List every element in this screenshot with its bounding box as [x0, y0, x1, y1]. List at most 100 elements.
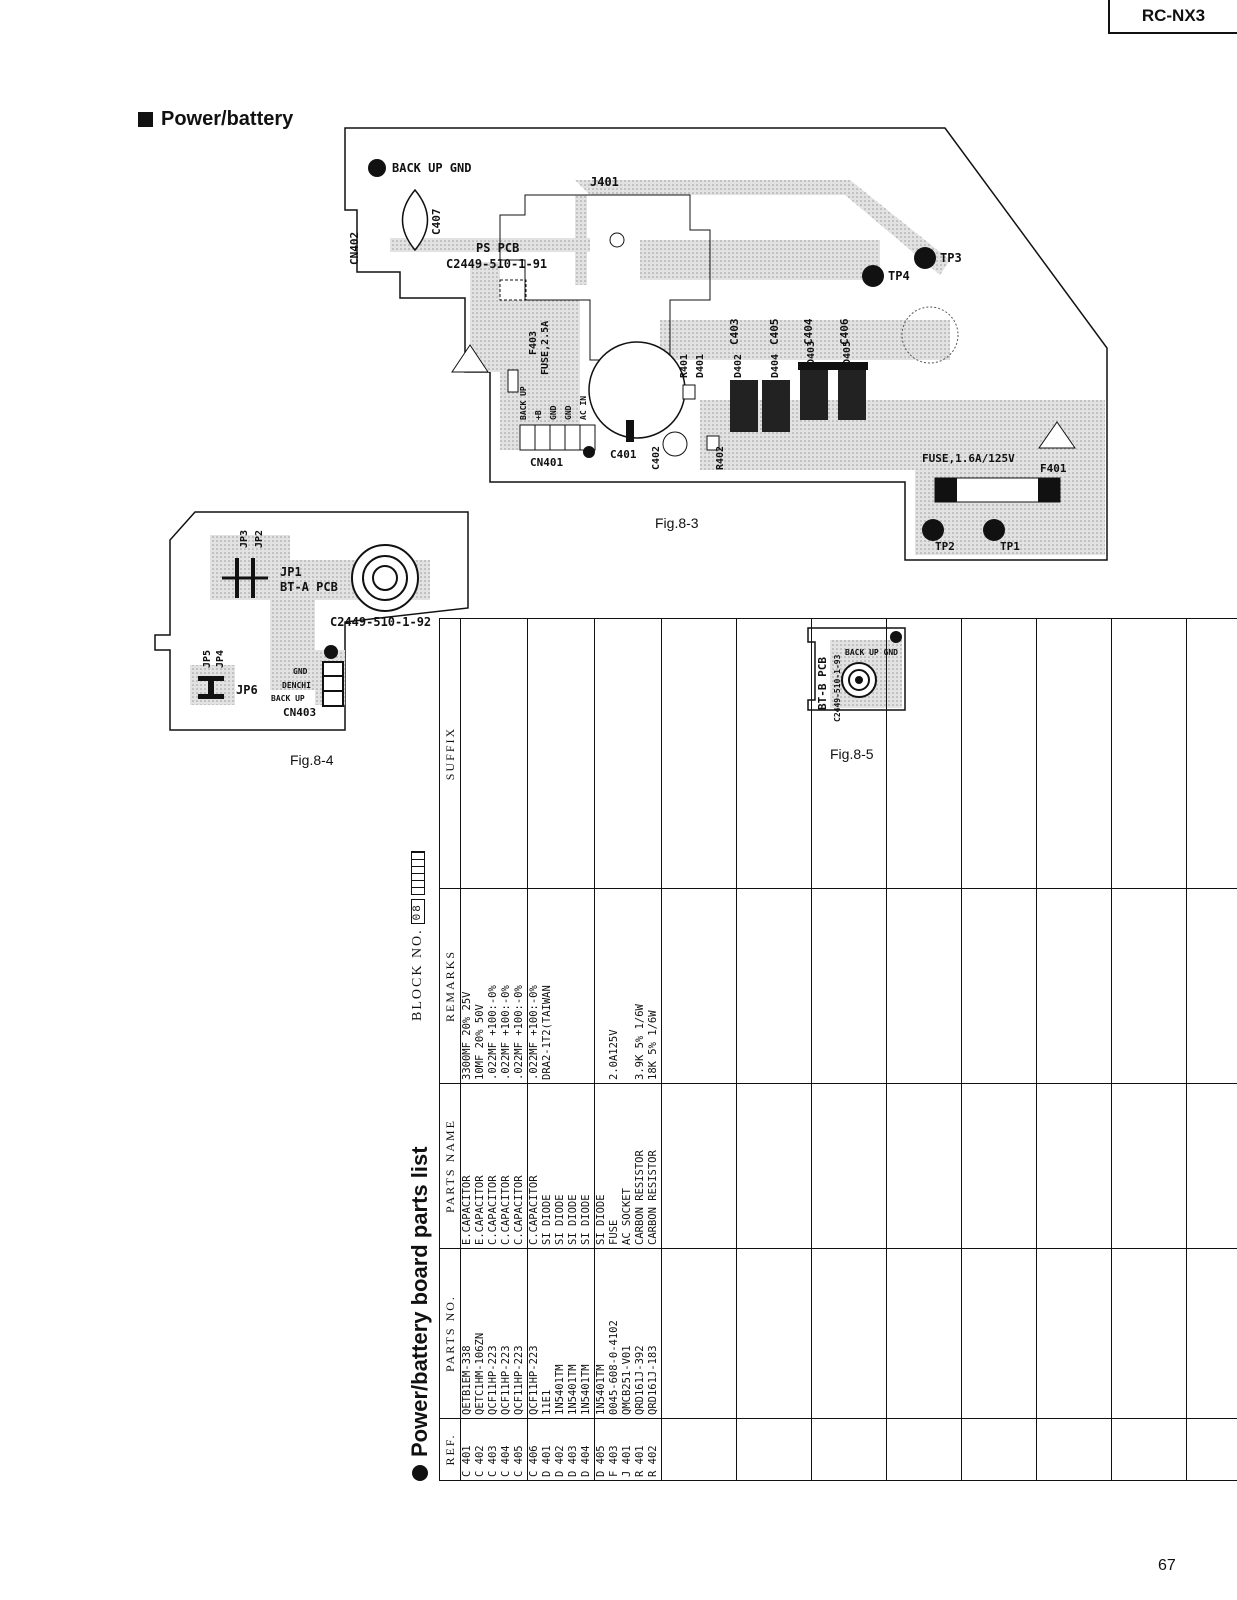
label-cn402: CN402	[348, 232, 361, 265]
cell-empty	[1111, 1418, 1187, 1481]
fig-8-3-board: BACK UP GND J401 CN402 C407 PS PCB C2449…	[344, 127, 1108, 561]
cell-empty	[1186, 1083, 1237, 1249]
label-j401: J401	[590, 175, 619, 189]
cell-line: QETB1EM-338	[461, 1345, 473, 1415]
block-value: 08	[411, 899, 425, 925]
cell-line: R 401	[634, 1445, 646, 1477]
table-row-empty	[886, 618, 962, 1481]
cell-line: C 403	[487, 1445, 499, 1477]
cell-line: D 404	[580, 1445, 592, 1477]
cell-line: 10MF 20% 50V	[474, 1004, 486, 1080]
label-ps-code: C2449-510-1-91	[446, 257, 547, 271]
cell-empty	[886, 1248, 962, 1419]
label-tp2: TP2	[935, 540, 955, 553]
cell-empty	[1186, 1418, 1237, 1481]
cell-suffix	[594, 618, 662, 889]
cell-empty	[811, 1083, 887, 1249]
label-tp4: TP4	[888, 269, 910, 283]
round-bullet-icon	[412, 1465, 428, 1481]
cell-line: 1N5401TM	[554, 1364, 566, 1415]
label-bt-b-code: C2449-510-1-93	[833, 654, 842, 722]
label-d402: D402	[733, 354, 744, 378]
cell-line: QCF11HP-223	[528, 1345, 540, 1415]
fig-8-5-caption: Fig.8-5	[830, 746, 874, 762]
table-row-empty	[661, 618, 737, 1481]
cell-line: CARBON RESISTOR	[647, 1150, 659, 1245]
cell-line: AC SOCKET	[621, 1188, 633, 1245]
label-c402: C402	[651, 446, 662, 470]
label-pin-gnd-1: GND	[549, 405, 558, 420]
cell-line: QCF11HP-223	[513, 1345, 525, 1415]
section-title-text: Power/battery	[161, 108, 294, 130]
col-suffix: SUFFIX	[439, 618, 461, 889]
cell-empty	[1111, 1248, 1187, 1419]
cell-empty	[961, 618, 1037, 889]
cell-line	[621, 892, 634, 1080]
cell-line: 1N5401TM	[567, 1364, 579, 1415]
cell-line: QETC1HM-106ZN	[474, 1332, 486, 1415]
col-parts-no: PARTS NO.	[439, 1248, 461, 1419]
table-row-empty	[1111, 618, 1187, 1481]
cell-line	[595, 892, 608, 1080]
cell-empty	[736, 1248, 812, 1419]
cell-empty	[736, 1083, 812, 1249]
cell-line: .022MF +100:-0%	[500, 985, 512, 1080]
label-f403: F403	[528, 331, 539, 355]
table-row-empty	[1186, 618, 1237, 1481]
section-title: Power/battery	[138, 108, 293, 131]
label-back-up: BACK UP	[271, 694, 305, 703]
label-cn401: CN401	[530, 456, 563, 469]
cell-empty	[961, 1248, 1037, 1419]
label-ps-pcb: PS PCB	[476, 241, 519, 255]
label-r401: R401	[679, 354, 690, 378]
fig-8-3-caption: Fig.8-3	[655, 515, 699, 531]
block-number: BLOCK NO. 08	[410, 851, 426, 1021]
cell-line: 3.9K 5% 1/6W	[634, 1004, 646, 1080]
fig-8-4-board: JP3 JP2 JP1 BT-A PCB C2449-510-1-92 JP5 …	[154, 511, 469, 731]
label-fuse-2-5a: FUSE,2.5A	[540, 321, 551, 375]
cell-line: QRD161J-392	[634, 1345, 646, 1415]
cell-line: 18K 5% 1/6W	[647, 1010, 659, 1080]
table-row-empty	[1036, 618, 1112, 1481]
cell-line: 2.0A125V	[608, 1029, 620, 1080]
label-backup-gnd: BACK UP GND	[392, 161, 471, 175]
cell-line: SI DIODE	[567, 1194, 579, 1245]
cell-empty	[886, 618, 962, 889]
square-bullet-icon	[138, 112, 153, 127]
cell-line: CARBON RESISTOR	[634, 1150, 646, 1245]
label-d403: D403	[806, 341, 817, 365]
label-bt-a-pcb: BT-A PCB	[280, 580, 338, 594]
label-cn403: CN403	[283, 706, 316, 719]
cell-suffix	[460, 618, 528, 889]
cell-line: C.CAPACITOR	[528, 1175, 540, 1245]
cell-suffix	[527, 618, 595, 889]
cell-line: 11E1	[541, 1389, 553, 1415]
label-d405: D405	[842, 341, 853, 365]
fig-8-4-caption: Fig.8-4	[290, 752, 334, 768]
cell-line: .022MF +100:-0%	[528, 985, 540, 1080]
cell-empty	[1036, 888, 1112, 1084]
label-pin-gnd-2: GND	[564, 405, 573, 420]
cell-empty	[661, 1418, 737, 1481]
label-bt-b-backup-gnd: BACK UP GND	[845, 648, 898, 657]
block-label: BLOCK NO.	[410, 928, 425, 1021]
cell-line: 1N5401TM	[595, 1364, 607, 1415]
cell-line: J 401	[621, 1445, 633, 1477]
label-bt-b-pcb: BT-B PCB	[816, 657, 829, 710]
label-c405: C405	[768, 319, 781, 346]
cell-remarks: .022MF +100:-0%DRA2-1T2(TAIWAN	[527, 888, 595, 1084]
cell-empty	[1036, 1418, 1112, 1481]
cell-line	[554, 892, 567, 1080]
cell-line: QCF11HP-223	[487, 1345, 499, 1415]
label-pin-b: +B	[534, 410, 543, 420]
cell-empty	[811, 888, 887, 1084]
model-number: RC-NX3	[1108, 0, 1237, 34]
